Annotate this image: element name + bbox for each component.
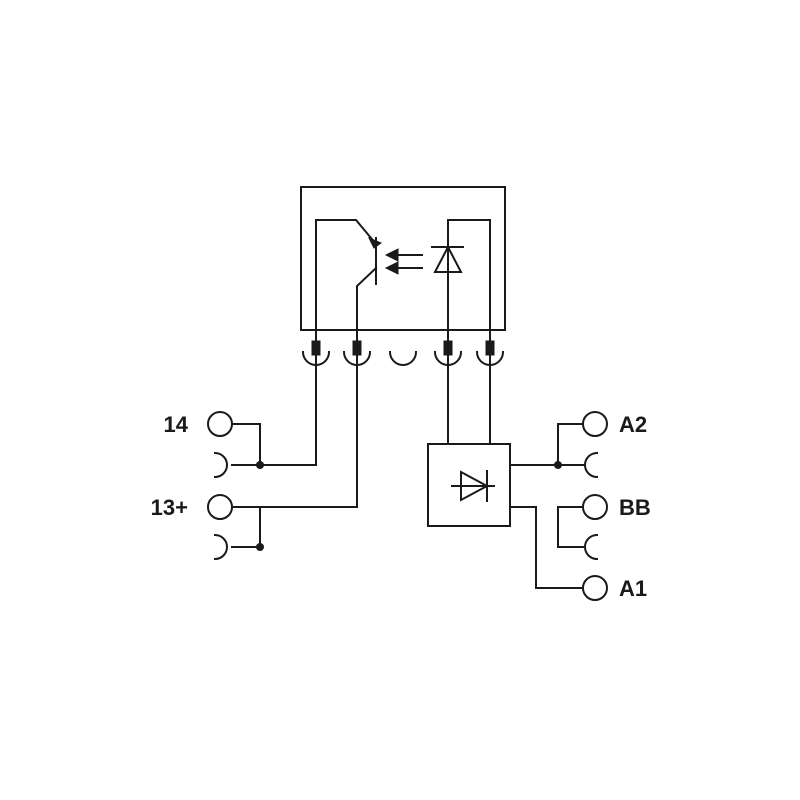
terminal-label: 13+ xyxy=(151,495,188,520)
screw-terminal-icon[interactable] xyxy=(582,411,608,437)
terminal-a1[interactable]: A1 xyxy=(582,575,647,601)
screw-terminal-icon[interactable] xyxy=(207,411,233,437)
junction-dot xyxy=(256,543,264,551)
plug-socket-icon xyxy=(388,350,418,366)
bridge-socket-icon xyxy=(584,451,599,479)
terminal-14[interactable]: 14 xyxy=(164,411,233,437)
terminal-13-plus[interactable]: 13+ xyxy=(151,494,233,520)
led-icon xyxy=(431,219,491,346)
bridge-socket-icon xyxy=(213,451,228,479)
junction-dot xyxy=(554,461,562,469)
terminal-label: A1 xyxy=(619,576,647,601)
screw-terminal-icon[interactable] xyxy=(207,494,233,520)
plug-socket-row xyxy=(301,340,505,366)
junction-dot xyxy=(256,461,264,469)
output-wiring xyxy=(213,354,358,561)
rectifier-bridge-icon xyxy=(427,354,511,527)
terminal-label: A2 xyxy=(619,412,647,437)
screw-terminal-icon[interactable] xyxy=(582,494,608,520)
terminal-a2[interactable]: A2 xyxy=(582,411,647,437)
terminal-label: 14 xyxy=(164,412,189,437)
screw-terminal-icon[interactable] xyxy=(582,575,608,601)
light-arrows-icon xyxy=(384,248,423,275)
input-wiring xyxy=(509,423,599,589)
phototransistor-icon xyxy=(315,219,383,347)
terminal-bb[interactable]: BB xyxy=(582,494,651,520)
bridge-socket-icon xyxy=(213,533,228,561)
terminal-label: BB xyxy=(619,495,651,520)
relay-module-housing xyxy=(300,186,506,331)
bridge-socket-icon xyxy=(584,533,599,561)
